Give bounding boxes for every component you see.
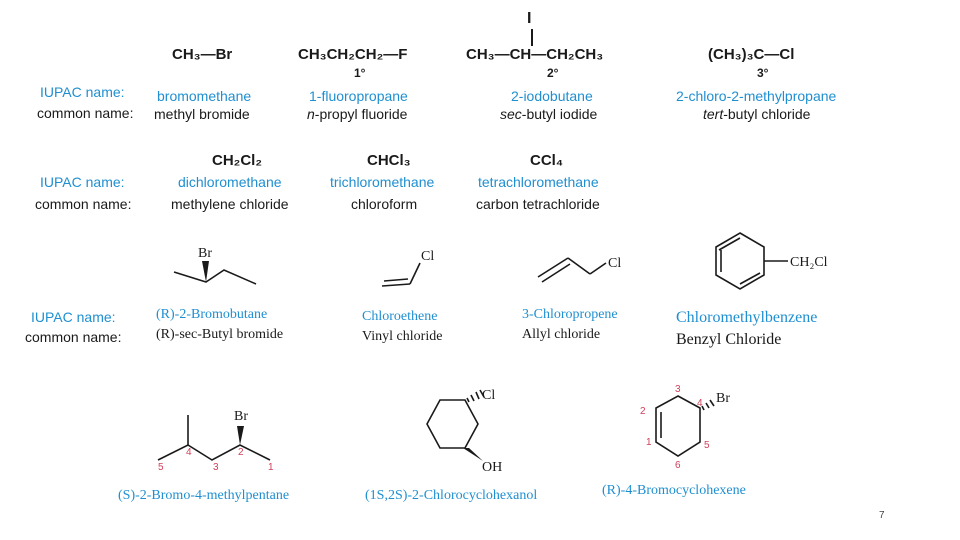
double-bond-a (381, 283, 411, 287)
atom-cl-label: Cl (482, 388, 495, 403)
iupac-3-chloropropene: 3-Chloropropene (522, 307, 618, 322)
common-methyl-bromide: methyl bromide (154, 106, 250, 122)
common-benzyl-chloride: Benzyl Chloride (676, 331, 782, 348)
c-cl-bond (589, 262, 607, 275)
row1-common-label: common name: (37, 105, 134, 121)
wedge-bond (237, 426, 244, 445)
cyclohexene-ring (655, 395, 701, 457)
common-tert-butyl-chloride: tert-butyl chloride (703, 106, 811, 122)
common-sec-butyl-iodide: sec-butyl iodide (500, 106, 598, 122)
iupac-chloromethylbenzene: Chloromethylbenzene (676, 309, 818, 326)
chain-number-1: 1 (268, 462, 274, 473)
structure-2-chlorocyclohexanol: Cl OH (426, 388, 502, 475)
ring-number-2: 2 (640, 406, 646, 417)
common-carbon-tetrachloride: carbon tetrachloride (476, 196, 600, 212)
iupac-bromomethane: bromomethane (157, 88, 252, 104)
atom-br-label: Br (198, 246, 212, 261)
ring-number-4: 4 (697, 398, 703, 409)
iupac-1-fluoropropane: 1-fluoropropane (309, 88, 408, 104)
structure-2-bromo-4-methylpentane: Br (157, 409, 271, 461)
row2-iupac-label: IUPAC name: (40, 174, 125, 190)
carbon-chain (157, 444, 271, 461)
wedge-bond (202, 261, 209, 282)
ring-number-1: 1 (646, 437, 652, 448)
iupac-chloroethene: Chloroethene (362, 309, 438, 324)
row3-iupac-label: IUPAC name: (31, 309, 116, 325)
iodine-bond (531, 29, 533, 46)
chain-number-3: 3 (213, 462, 219, 473)
page-number: 7 (879, 510, 885, 521)
structure-2-bromobutane: Br (173, 246, 257, 285)
degree-secondary: 2° (547, 66, 559, 80)
hashed-bond-br (701, 399, 715, 411)
common-chloroform: chloroform (351, 196, 418, 212)
atom-br-label: Br (716, 391, 730, 406)
structure-benzyl-chloride: CH₂Cl (715, 232, 828, 290)
formula-butyl-iodide: CH₃—CH—CH₂CH₃ (466, 46, 604, 63)
degree-tertiary: 3° (757, 66, 769, 80)
aromatic-bond-1 (718, 237, 741, 251)
common-vinyl-chloride: Vinyl chloride (362, 329, 443, 344)
ring-number-6: 6 (675, 460, 681, 471)
c-cl-bond (409, 262, 421, 285)
atom-cl-label: Cl (421, 249, 434, 264)
iupac-tetrachloromethane: tetrachloromethane (478, 174, 599, 190)
degree-primary: 1° (354, 66, 366, 80)
structure-allyl-chloride: Cl (537, 256, 621, 283)
chain-number-5: 5 (158, 462, 164, 473)
formula-ch2cl2: CH₂Cl₂ (212, 152, 262, 169)
atom-cl-label: Cl (608, 256, 621, 271)
c-c-bond (567, 257, 591, 275)
chain-number-2: 2 (238, 447, 244, 458)
common-n-propyl-fluoride: n-propyl fluoride (307, 106, 408, 122)
formula-iodine-substituent: I (527, 10, 532, 27)
wedge-bond-oh (463, 448, 483, 461)
iupac-trichloromethane: trichloromethane (330, 174, 435, 190)
formula-chcl3: CHCl₃ (367, 152, 411, 169)
ring-number-3: 3 (675, 384, 681, 395)
double-bond-a (537, 257, 569, 278)
hashed-bond-cl (466, 389, 485, 403)
formula-tert-butyl-chloride: (CH₃)₃C—Cl (708, 46, 795, 63)
name-2-chlorocyclohexanol: (1S,2S)-2-Chlorocyclohexanol (365, 488, 538, 503)
iupac-2-chloro-2-methylpropane: 2-chloro-2-methylpropane (676, 88, 837, 104)
benzene-ring (715, 232, 765, 290)
group-ch2cl-label: CH₂Cl (790, 255, 828, 270)
ring-number-5: 5 (704, 440, 710, 451)
formula-ch3br: CH₃—Br (172, 46, 233, 63)
structure-4-bromocyclohexene: Br (655, 391, 730, 457)
aromatic-bond-2 (739, 272, 761, 285)
formula-ccl4: CCl₄ (530, 152, 563, 169)
cyclohexane-ring (426, 399, 479, 449)
row3-common-label: common name: (25, 329, 122, 345)
common-methylene-chloride: methylene chloride (171, 196, 289, 212)
atom-oh-label: OH (482, 460, 502, 475)
carbon-chain (173, 269, 257, 285)
atom-br-label: Br (234, 409, 248, 424)
row1-iupac-label: IUPAC name: (40, 84, 125, 100)
common-sec-butyl-bromide: (R)-sec-Butyl bromide (156, 327, 284, 342)
double-bond-b (383, 278, 409, 282)
double-bond-b (541, 263, 571, 283)
name-4-bromocyclohexene: (R)-4-Bromocyclohexene (602, 483, 746, 498)
iupac-2-bromobutane: (R)-2-Bromobutane (156, 307, 268, 322)
common-allyl-chloride: Allyl chloride (522, 327, 601, 342)
name-2-bromo-4-methylpentane: (S)-2-Bromo-4-methylpentane (118, 488, 290, 503)
iupac-dichloromethane: dichloromethane (178, 174, 282, 190)
formula-propyl-fluoride: CH₃CH₂CH₂—F (298, 46, 408, 63)
structure-vinyl-chloride: Cl (381, 249, 434, 287)
row2-common-label: common name: (35, 196, 132, 212)
chain-number-4: 4 (186, 447, 192, 458)
iupac-2-iodobutane: 2-iodobutane (511, 88, 593, 104)
